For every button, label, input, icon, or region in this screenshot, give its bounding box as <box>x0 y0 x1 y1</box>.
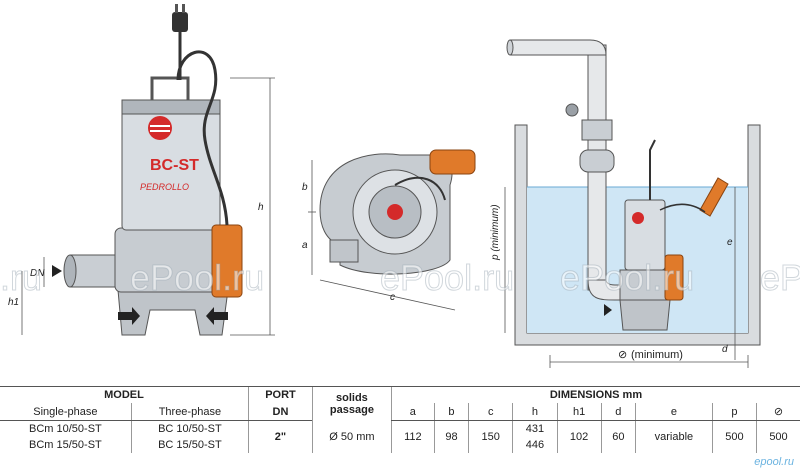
c-value: 150 <box>468 420 513 453</box>
a-value: 112 <box>390 420 435 453</box>
dim-d-label: d <box>722 344 728 355</box>
sump-installation <box>506 39 761 346</box>
col-b: b <box>433 403 469 421</box>
front-dimensions <box>21 77 275 336</box>
dim-a-label: a <box>302 240 308 251</box>
svg-text:I.ru: I.ru <box>0 257 42 298</box>
port-header: PORT <box>248 386 313 403</box>
svg-text:ePool.ru: ePool.ru <box>760 257 800 298</box>
top-dimensions <box>308 160 456 311</box>
dim-c-label: c <box>390 292 395 303</box>
pump-model-label: BC-ST <box>150 157 199 174</box>
dimensions-table: MODEL PORT solids passage DIMENSIONS mm … <box>0 386 800 453</box>
dims-header: DIMENSIONS mm <box>390 386 800 403</box>
e-value: variable <box>635 420 713 453</box>
col-a: a <box>390 403 435 421</box>
row1-h: 431 <box>512 420 557 437</box>
col-h: h <box>512 403 557 421</box>
col-p: p <box>711 403 757 421</box>
model-header: MODEL <box>0 386 249 403</box>
solids-header: solids passage <box>311 386 392 421</box>
b-value: 98 <box>433 420 469 453</box>
pump-brand-label: PEDROLLO <box>140 182 189 192</box>
row2-three: BC 15/50-ST <box>130 437 249 453</box>
dim-width-label: (minimum) <box>631 349 683 361</box>
sump-dimensions <box>504 187 749 368</box>
svg-text:ePool.ru: ePool.ru <box>560 257 694 298</box>
col-h1: h1 <box>556 403 602 421</box>
dim-e-label: e <box>727 237 733 248</box>
svg-text:ePool.ru: ePool.ru <box>380 257 514 298</box>
technical-drawing: BC-ST PEDROLLO h h1 DN <box>0 4 800 368</box>
svg-text:ePool.ru: ePool.ru <box>130 257 264 298</box>
dim-h-label: h <box>258 202 264 213</box>
three-phase-header: Three-phase <box>130 403 249 421</box>
corner-watermark: epool.ru <box>754 456 794 468</box>
top-view-pump <box>319 149 476 275</box>
front-view-pump: BC-ST PEDROLLO <box>52 4 243 336</box>
row1-single: BCm 10/50-ST <box>29 423 102 435</box>
width-value: 500 <box>755 420 800 453</box>
dim-dn-label: DN <box>30 268 45 279</box>
col-width: ⊘ <box>755 403 800 421</box>
col-e: e <box>635 403 713 421</box>
single-phase-header: Single-phase <box>0 403 132 421</box>
col-d: d <box>600 403 636 421</box>
port-value: 2" <box>248 420 313 453</box>
dim-b-label: b <box>302 182 308 193</box>
port-sub-header: DN <box>248 403 313 421</box>
dim-p-label: p (minimum) <box>490 204 501 261</box>
row1-three: BC 10/50-ST <box>130 420 249 437</box>
solids-value: Ø 50 mm <box>311 420 392 453</box>
watermark: I.ru ePool.ru ePool.ru ePool.ru ePool.ru <box>0 257 800 299</box>
sump-width-symbol: ⊘ <box>618 349 627 361</box>
dim-h1-label: h1 <box>8 297 19 308</box>
col-c: c <box>468 403 513 421</box>
p-value: 500 <box>711 420 757 453</box>
d-value: 60 <box>600 420 636 453</box>
row2-h: 446 <box>512 437 557 453</box>
row2-single: BCm 15/50-ST <box>29 439 102 451</box>
h1-value: 102 <box>556 420 602 453</box>
